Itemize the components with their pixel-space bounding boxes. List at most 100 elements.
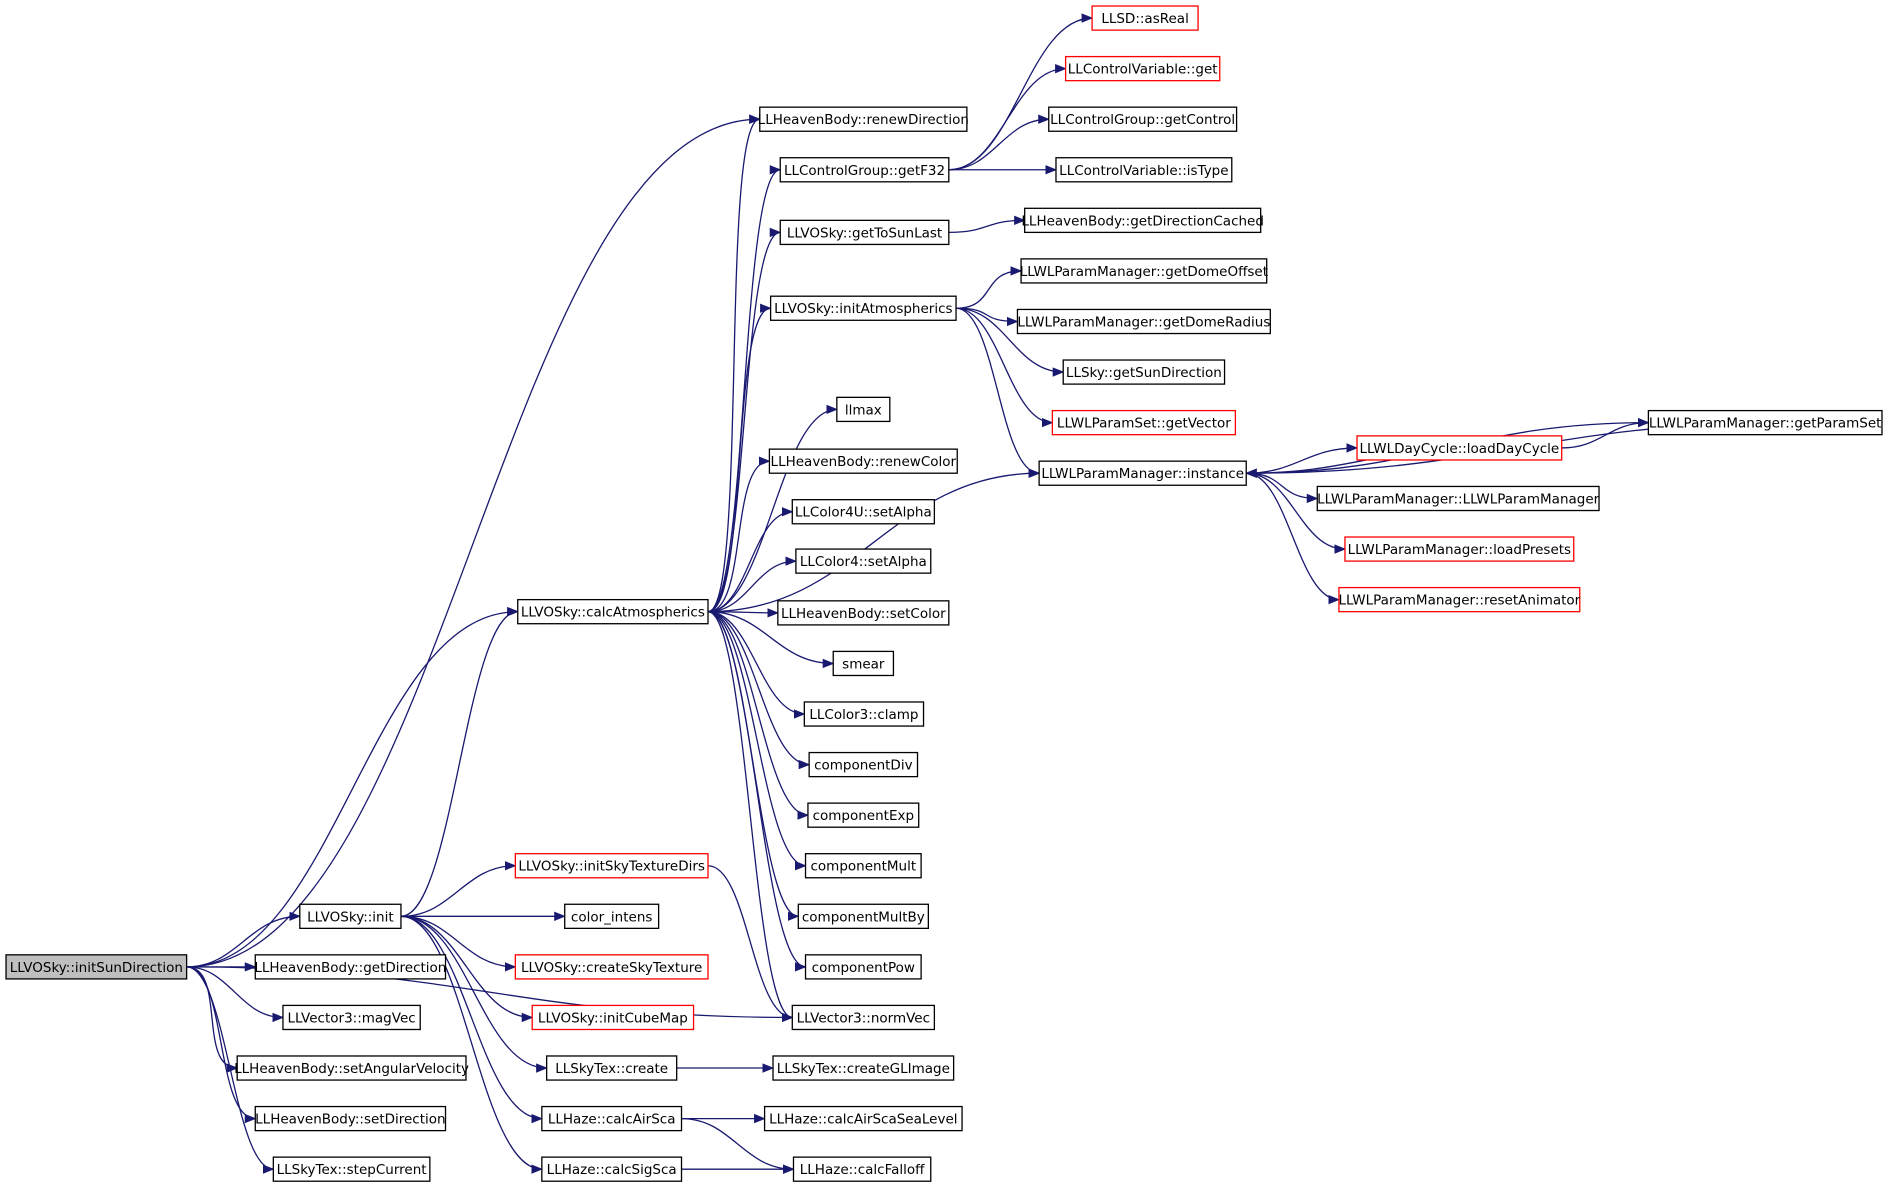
node-get-dome-radius[interactable]: LLWLParamManager::getDomeRadius — [1016, 308, 1271, 335]
node-label: LLHaze::calcAirScaSeaLevel — [769, 1112, 957, 1128]
node-box — [531, 1004, 695, 1031]
node-box — [236, 1055, 467, 1081]
edge-instance-to-load-day-cycle — [1246, 443, 1359, 474]
edge-instance-to-ctor — [1246, 472, 1319, 504]
node-set-direction[interactable]: LLHeavenBody::setDirection — [254, 1105, 447, 1132]
edge-calc-atmospherics-to-component-exp — [707, 611, 810, 820]
node-is-type[interactable]: LLControlVariable::isType — [1055, 157, 1233, 183]
edge-init-atmospherics-to-instance — [955, 307, 1041, 478]
node-calc-atmospherics[interactable]: LLVOSky::calcAtmospherics — [517, 598, 709, 625]
node-init-sky-texture-dirs[interactable]: LLVOSky::initSkyTextureDirs — [514, 853, 709, 879]
node-get-direction[interactable]: LLHeavenBody::getDirection — [254, 954, 446, 980]
node-box — [804, 853, 922, 879]
node-get-f32[interactable]: LLControlGroup::getF32 — [779, 157, 950, 183]
edge-init-sun-direction-to-renew-direction — [186, 114, 761, 968]
edge-init-to-create-sky-texture — [400, 915, 517, 972]
edge-init-sun-direction-to-calc-atmospherics — [186, 607, 519, 968]
node-get-dome-offset[interactable]: LLWLParamManager::getDomeOffset — [1020, 258, 1268, 284]
node-box — [1038, 460, 1247, 486]
node-set-alpha4-u[interactable]: LLColor4U::setAlpha — [791, 499, 936, 525]
edge-instance-to-reset-animator — [1246, 472, 1341, 605]
node-label: LLWLParamManager::getDomeRadius — [1017, 314, 1270, 330]
node-box — [807, 802, 920, 828]
node-get-sun-direction[interactable]: LLSky::getSunDirection — [1062, 359, 1226, 385]
node-get-control[interactable]: LLControlGroup::getControl — [1048, 106, 1238, 132]
node-reset-animator[interactable]: LLWLParamManager::resetAnimator — [1338, 586, 1581, 613]
node-calc-air-sca[interactable]: LLHaze::calcAirSca — [541, 1105, 683, 1132]
node-label: LLWLParamManager::instance — [1041, 466, 1244, 482]
node-renew-direction[interactable]: LLHeavenBody::renewDirection — [758, 106, 969, 132]
node-llmax[interactable]: llmax — [836, 396, 891, 423]
node-init-atmospherics[interactable]: LLVOSky::initAtmospherics — [769, 295, 957, 321]
node-set-angular-velocity[interactable]: LLHeavenBody::setAngularVelocity — [234, 1055, 469, 1081]
node-as-real[interactable]: LLSD::asReal — [1091, 5, 1199, 31]
node-label: LLSky::getSunDirection — [1066, 365, 1222, 381]
node-box — [803, 701, 925, 727]
node-set-alpha4[interactable]: LLColor4::setAlpha — [795, 548, 932, 574]
node-create-sky-texture[interactable]: LLVOSky::createSkyTexture — [514, 954, 709, 980]
node-component-mult-by[interactable]: componentMultBy — [797, 903, 929, 929]
node-sky-tex-create[interactable]: LLSkyTex::create — [546, 1055, 678, 1081]
node-create-glimage[interactable]: LLSkyTex::createGLImage — [772, 1055, 955, 1081]
node-label: LLWLParamManager::resetAnimator — [1338, 593, 1580, 609]
node-label: LLSkyTex::createGLImage — [777, 1061, 950, 1077]
node-get-param-set[interactable]: LLWLParamManager::getParamSet — [1647, 409, 1883, 436]
node-get-to-sun-last[interactable]: LLVOSky::getToSunLast — [779, 219, 950, 246]
node-set-color[interactable]: LLHeavenBody::setColor — [777, 600, 950, 626]
node-label: LLVector3::magVec — [288, 1010, 416, 1026]
node-init-cube-map[interactable]: LLVOSky::initCubeMap — [531, 1004, 695, 1031]
node-box — [1356, 435, 1563, 461]
node-box — [1344, 536, 1575, 562]
node-load-day-cycle[interactable]: LLWLDayCycle::loadDayCycle — [1356, 435, 1563, 461]
node-step-current[interactable]: LLSkyTex::stepCurrent — [272, 1156, 431, 1182]
node-get-vector[interactable]: LLWLParamSet::getVector — [1051, 409, 1237, 436]
node-smear[interactable]: smear — [832, 650, 895, 677]
node-box — [514, 954, 709, 980]
node-get-direction-cached[interactable]: LLHeavenBody::getDirectionCached — [1021, 207, 1264, 234]
node-component-exp[interactable]: componentExp — [807, 802, 920, 828]
nodes-layer: LLVOSky::initSunDirection LLHeavenBody::r… — [5, 5, 1883, 1182]
node-label: LLVOSky::createSkyTexture — [521, 960, 702, 976]
node-calc-falloff[interactable]: LLHaze::calcFalloff — [792, 1156, 932, 1182]
edge-calc-atmospherics-to-component-mult — [707, 611, 807, 871]
node-box — [541, 1105, 683, 1132]
node-label: LLColor4::setAlpha — [800, 554, 927, 570]
node-box — [792, 1156, 932, 1182]
node-clamp[interactable]: LLColor3::clamp — [803, 701, 925, 727]
edge-load-day-cycle-to-get-param-set — [1561, 417, 1650, 449]
node-component-mult[interactable]: componentMult — [804, 853, 922, 879]
node-box — [1048, 106, 1238, 132]
node-label: LLHeavenBody::setColor — [781, 606, 946, 622]
node-instance[interactable]: LLWLParamManager::instance — [1038, 460, 1247, 486]
node-renew-color[interactable]: LLHeavenBody::renewColor — [768, 448, 958, 474]
edge-init-sky-texture-dirs-to-norm-vec — [707, 865, 794, 1023]
node-norm-vec[interactable]: LLVector3::normVec — [791, 1004, 936, 1031]
node-label: LLVOSky::initSunDirection — [10, 960, 183, 976]
node-mag-vec[interactable]: LLVector3::magVec — [282, 1004, 421, 1031]
node-color-intens[interactable]: color_intens — [564, 903, 660, 929]
node-label: LLWLParamManager::getParamSet — [1649, 416, 1882, 432]
node-box — [1338, 586, 1581, 613]
edge-init-to-init-cube-map — [400, 915, 534, 1023]
node-calc-sig-sca[interactable]: LLHaze::calcSigSca — [541, 1156, 683, 1182]
node-label: LLWLParamManager::LLWLParamManager — [1317, 491, 1600, 507]
node-load-presets[interactable]: LLWLParamManager::loadPresets — [1344, 536, 1575, 562]
edge-get-f32-to-as-real — [948, 13, 1094, 171]
edge-calc-atmospherics-to-get-f32 — [707, 165, 782, 613]
edge-init-to-init-sky-texture-dirs — [400, 861, 517, 917]
node-box — [779, 219, 950, 246]
node-label: LLHeavenBody::setDirection — [255, 1112, 445, 1128]
node-init-sun-direction[interactable]: LLVOSky::initSunDirection — [5, 954, 188, 980]
node-init[interactable]: LLVOSky::init — [299, 903, 402, 929]
node-cv-get[interactable]: LLControlVariable::get — [1064, 55, 1221, 82]
node-component-div[interactable]: componentDiv — [808, 751, 919, 778]
node-ctor[interactable]: LLWLParamManager::LLWLParamManager — [1316, 485, 1600, 512]
node-label: LLVOSky::init — [307, 909, 394, 925]
node-calc-air-sca-sea-level[interactable]: LLHaze::calcAirScaSeaLevel — [763, 1105, 963, 1132]
edge-calc-atmospherics-to-clamp — [707, 611, 806, 719]
node-component-pow[interactable]: componentPow — [804, 954, 922, 980]
node-label: LLHeavenBody::getDirectionCached — [1021, 213, 1264, 229]
edge-calc-atmospherics-to-set-alpha4 — [707, 556, 798, 613]
node-label: LLHeavenBody::setAngularVelocity — [234, 1061, 469, 1077]
